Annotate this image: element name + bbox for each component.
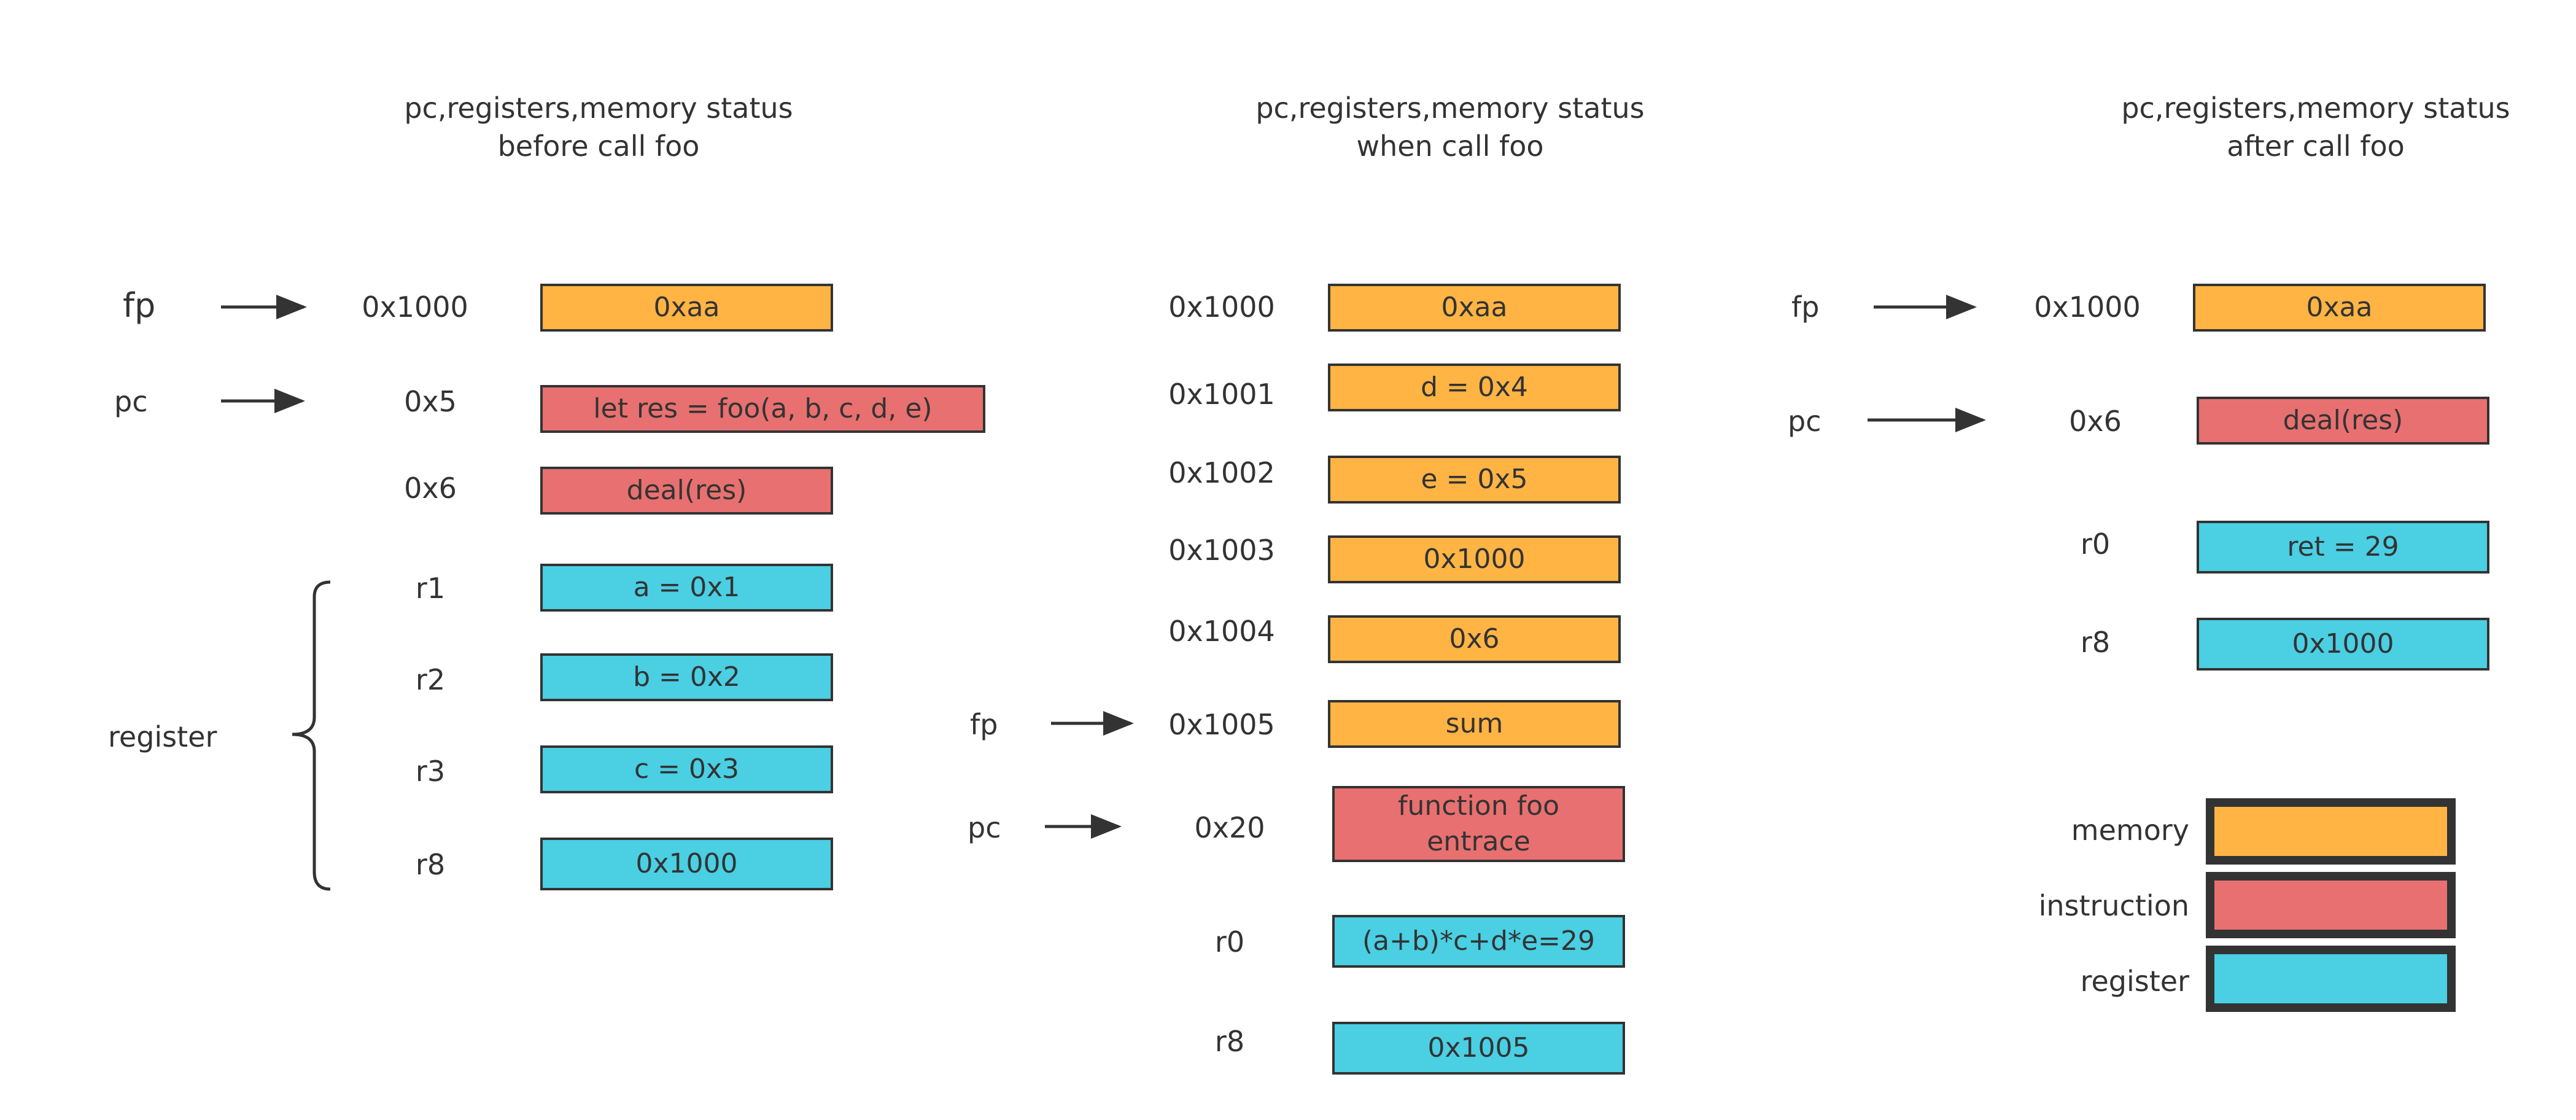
during-memory-cell-0x1001: d = 0x4 xyxy=(1328,364,1621,411)
during-memory-cell-0x1005: sum xyxy=(1328,700,1621,748)
after-addr-0x6: 0x6 xyxy=(2069,405,2122,438)
during-addr-0x1004: 0x1004 xyxy=(1168,615,1275,648)
panel-after-title: pc,registers,memory status after call fo… xyxy=(2039,89,2576,165)
panel-before-title-line2: before call foo xyxy=(497,130,700,163)
during-reg-r0: r0 xyxy=(1214,925,1245,959)
during-instruction-0x20: function foo entrace xyxy=(1332,786,1625,862)
during-instruction-0x20-line1: function foo xyxy=(1397,790,1560,822)
during-addr-0x1000: 0x1000 xyxy=(1168,290,1275,324)
after-memory-cell-0x1000: 0xaa xyxy=(2193,284,2486,332)
before-reg-r8: r8 xyxy=(415,848,446,881)
before-addr-0x6: 0x6 xyxy=(404,472,457,505)
before-reg-r1: r1 xyxy=(415,572,446,605)
after-addr-0x1000: 0x1000 xyxy=(2034,290,2141,324)
panel-before-title-line1: pc,registers,memory status xyxy=(404,91,793,125)
before-register-r1: a = 0x1 xyxy=(540,564,833,612)
legend-label-instruction: instruction xyxy=(2038,889,2189,922)
before-register-r3: c = 0x3 xyxy=(540,745,833,793)
after-instruction-0x6: deal(res) xyxy=(2197,397,2489,445)
during-reg-r8: r8 xyxy=(1214,1025,1245,1058)
before-instruction-0x5: let res = foo(a, b, c, d, e) xyxy=(540,385,985,433)
before-register-r8: 0x1000 xyxy=(540,838,833,890)
during-register-r8: 0x1005 xyxy=(1332,1022,1625,1075)
after-reg-r0: r0 xyxy=(2080,527,2111,561)
during-addr-0x1001: 0x1001 xyxy=(1168,378,1275,411)
register-group-label: register xyxy=(108,720,217,753)
after-reg-r8: r8 xyxy=(2080,626,2111,659)
panel-before-title: pc,registers,memory status before call f… xyxy=(322,89,875,165)
during-addr-0x20: 0x20 xyxy=(1194,811,1265,844)
during-memory-cell-0x1002: e = 0x5 xyxy=(1328,456,1621,504)
after-register-r8: 0x1000 xyxy=(2197,618,2489,671)
panel-during-title-line2: when call foo xyxy=(1356,130,1544,163)
panel-after-title-line2: after call foo xyxy=(2227,130,2405,163)
before-reg-r2: r2 xyxy=(415,663,446,696)
before-memory-cell-0x1000: 0xaa xyxy=(540,284,833,332)
fp-label-after: fp xyxy=(1791,290,1820,324)
pc-label-before: pc xyxy=(114,385,148,418)
after-register-r0: ret = 29 xyxy=(2197,521,2489,574)
panel-during-title-line1: pc,registers,memory status xyxy=(1255,91,1645,125)
before-addr-0x5: 0x5 xyxy=(404,385,457,418)
panel-after-title-line1: pc,registers,memory status xyxy=(2121,91,2510,125)
legend-swatch-register xyxy=(2206,946,2456,1012)
legend-swatch-instruction xyxy=(2206,872,2456,938)
legend-label-register: register xyxy=(2080,965,2189,998)
pc-label-during: pc xyxy=(968,811,1001,844)
fp-label-during: fp xyxy=(970,708,998,741)
fp-label-before: fp xyxy=(123,286,156,325)
during-register-r0: (a+b)*c+d*e=29 xyxy=(1332,915,1625,968)
during-addr-0x1005: 0x1005 xyxy=(1168,708,1275,741)
during-instruction-0x20-line2: entrace xyxy=(1427,826,1530,857)
during-memory-cell-0x1000: 0xaa xyxy=(1328,284,1621,332)
before-instruction-0x6: deal(res) xyxy=(540,467,833,515)
legend-label-memory: memory xyxy=(2071,814,2189,847)
pc-label-after: pc xyxy=(1788,405,1821,438)
before-register-r2: b = 0x2 xyxy=(540,653,833,701)
during-memory-cell-0x1004: 0x6 xyxy=(1328,615,1621,663)
during-addr-0x1002: 0x1002 xyxy=(1168,456,1275,489)
during-addr-0x1003: 0x1003 xyxy=(1168,534,1275,567)
legend-swatch-memory xyxy=(2206,798,2456,865)
before-reg-r3: r3 xyxy=(415,755,446,788)
before-addr-0x1000: 0x1000 xyxy=(362,290,468,324)
register-brace xyxy=(292,580,331,891)
panel-during-title: pc,registers,memory status when call foo xyxy=(1174,89,1726,165)
during-memory-cell-0x1003: 0x1000 xyxy=(1328,535,1621,583)
